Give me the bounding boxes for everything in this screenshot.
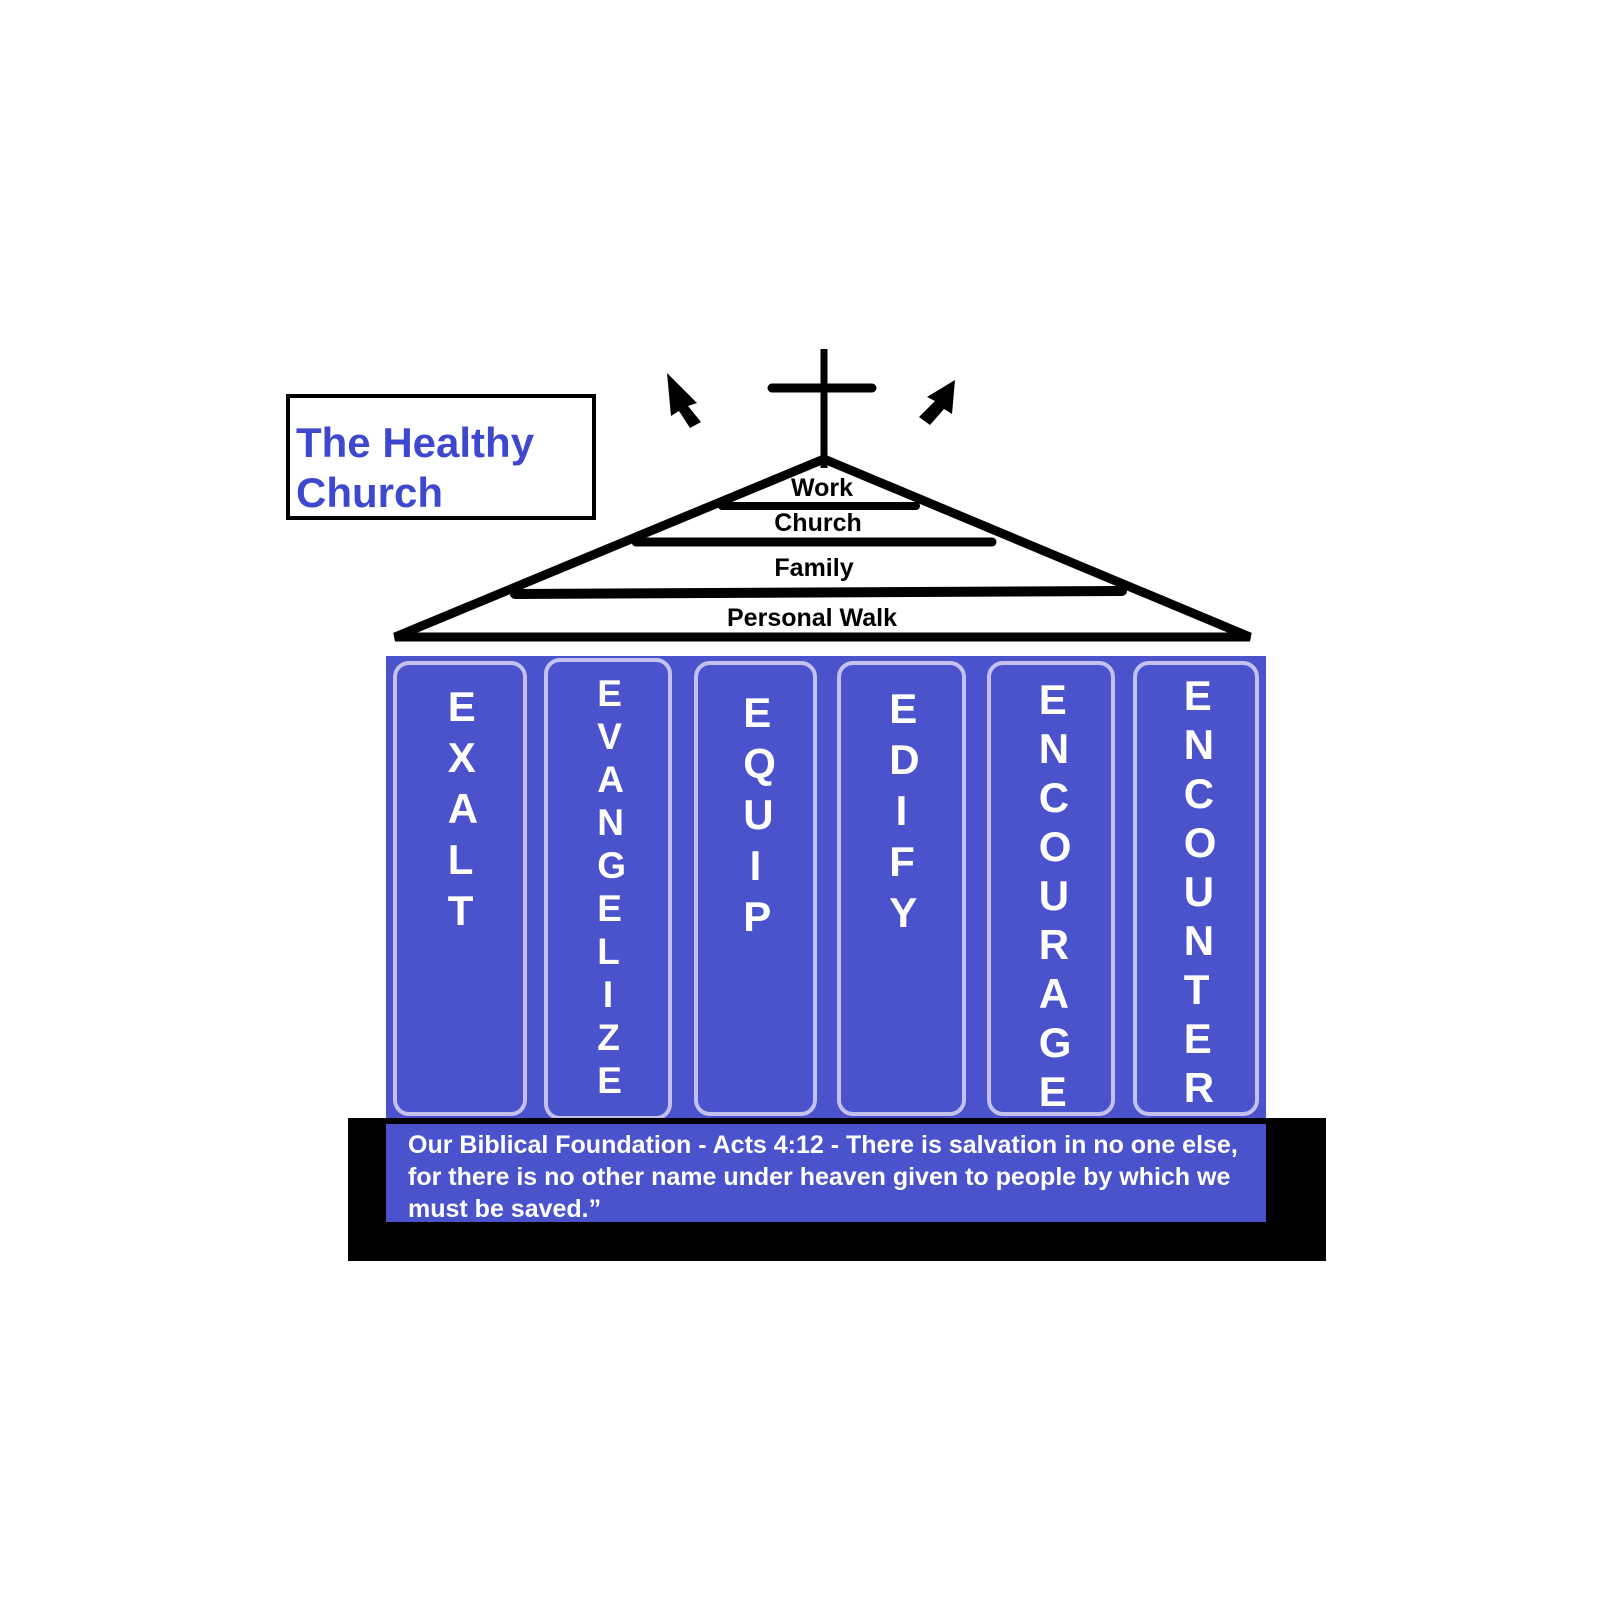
title-box: The Healthy Church	[286, 394, 596, 520]
foundation-text: Our Biblical Foundation - Acts 4:12 - Th…	[386, 1124, 1266, 1223]
pillar-label: ENCOUNTER	[1183, 672, 1217, 1111]
pillar-evangelize: EVANGELIZE	[544, 658, 672, 1120]
pillar-label: ENCOURAGE	[1038, 676, 1072, 1115]
pillars-background	[386, 656, 1266, 1122]
pillar-exalt: EXALT	[393, 661, 527, 1116]
pillar-encounter: ENCOUNTER	[1133, 661, 1259, 1116]
roof-outline	[393, 454, 1252, 642]
tier-family: Family	[774, 554, 854, 582]
arrow-up-right-icon	[919, 380, 955, 425]
tier-work: Work	[790, 474, 854, 502]
arrow-up-left-icon	[667, 373, 701, 428]
tier-divider	[510, 586, 1127, 599]
pillar-label: EXALT	[447, 683, 479, 934]
tier-personal-walk: Personal Walk	[727, 604, 897, 632]
cross-icon	[767, 349, 877, 468]
tier-church: Church	[774, 509, 862, 537]
pillar-label: EVANGELIZE	[597, 673, 626, 1101]
pillar-label: EQUIP	[743, 689, 776, 940]
pillar-equip: EQUIP	[694, 661, 817, 1116]
pillar-encourage: ENCOURAGE	[987, 661, 1115, 1116]
diagram-title: The Healthy Church	[296, 419, 535, 516]
pillar-label: EDIFY	[889, 685, 920, 936]
pillar-edify: EDIFY	[837, 661, 966, 1116]
